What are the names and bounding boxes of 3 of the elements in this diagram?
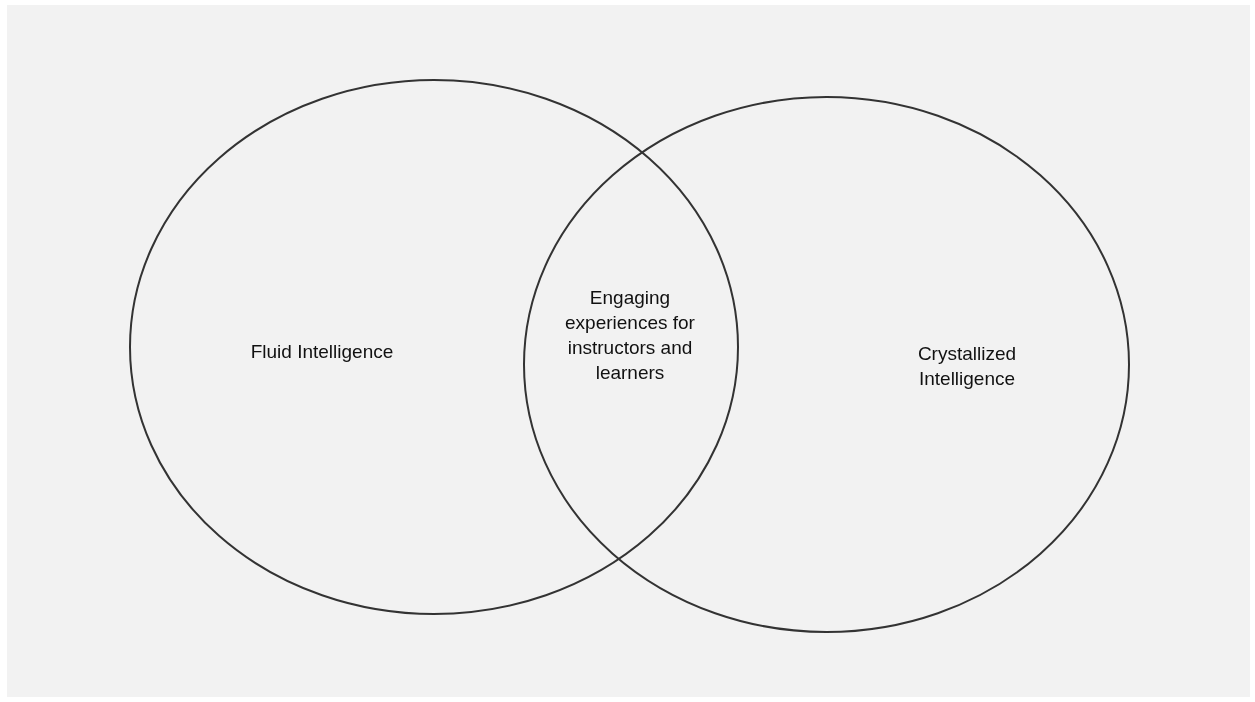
overlap-label: Engaging experiences for instructors and learners: [564, 286, 696, 385]
set-label: Fluid Intelligence: [249, 339, 395, 364]
set-label: Crystallized Intelligence: [916, 342, 1018, 391]
